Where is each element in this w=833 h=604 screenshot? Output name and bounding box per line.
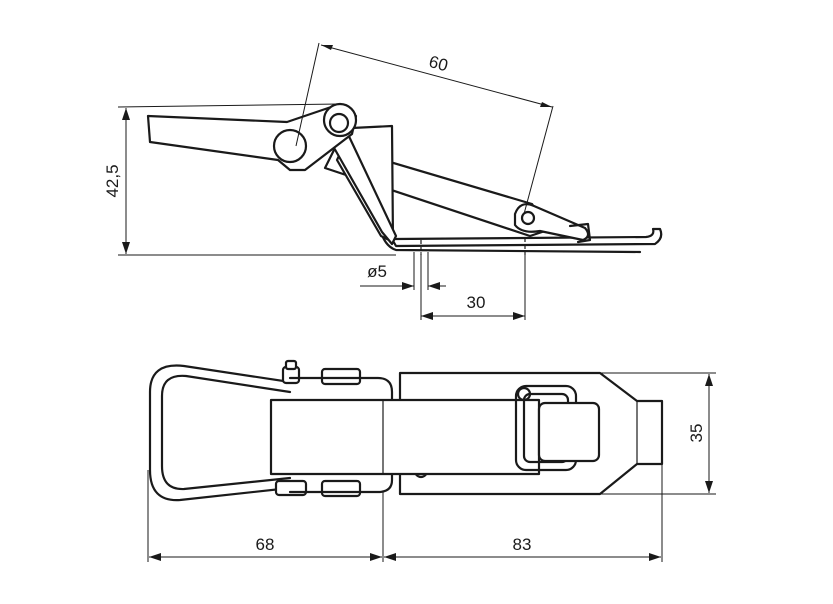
dim-42-5-label: 42,5 bbox=[103, 164, 122, 197]
dim-30: 30 bbox=[420, 252, 526, 320]
dim-42-5: 42,5 bbox=[103, 103, 396, 256]
dim-35-label: 35 bbox=[687, 424, 706, 443]
dim-68: 68 bbox=[147, 470, 384, 562]
side-base-plate bbox=[386, 227, 663, 248]
top-wire-loop-outer bbox=[148, 364, 292, 502]
side-view: 60 42,5 ø5 30 bbox=[103, 42, 663, 320]
side-top-pivot-inner bbox=[328, 112, 350, 134]
dim-35: 35 bbox=[600, 372, 716, 495]
dim-60: 60 bbox=[295, 42, 554, 215]
side-lever-pivot bbox=[272, 128, 308, 164]
top-view: 35 68 83 bbox=[147, 359, 716, 562]
top-strike-tab bbox=[537, 401, 601, 463]
side-hook bbox=[513, 203, 590, 242]
top-pivot-block-lower bbox=[320, 479, 362, 498]
dim-83-label: 83 bbox=[513, 535, 532, 554]
top-lever-plate bbox=[269, 398, 541, 476]
top-pivot-block-upper bbox=[320, 367, 362, 386]
dim-83: 83 bbox=[384, 464, 663, 562]
dim-30-label: 30 bbox=[467, 293, 486, 312]
dim-68-label: 68 bbox=[256, 535, 275, 554]
top-wire-loop-inner bbox=[160, 374, 292, 491]
dim-diameter-5: ø5 bbox=[360, 252, 446, 290]
dim-diameter-5-label: ø5 bbox=[367, 262, 387, 281]
dim-60-label: 60 bbox=[427, 52, 450, 75]
